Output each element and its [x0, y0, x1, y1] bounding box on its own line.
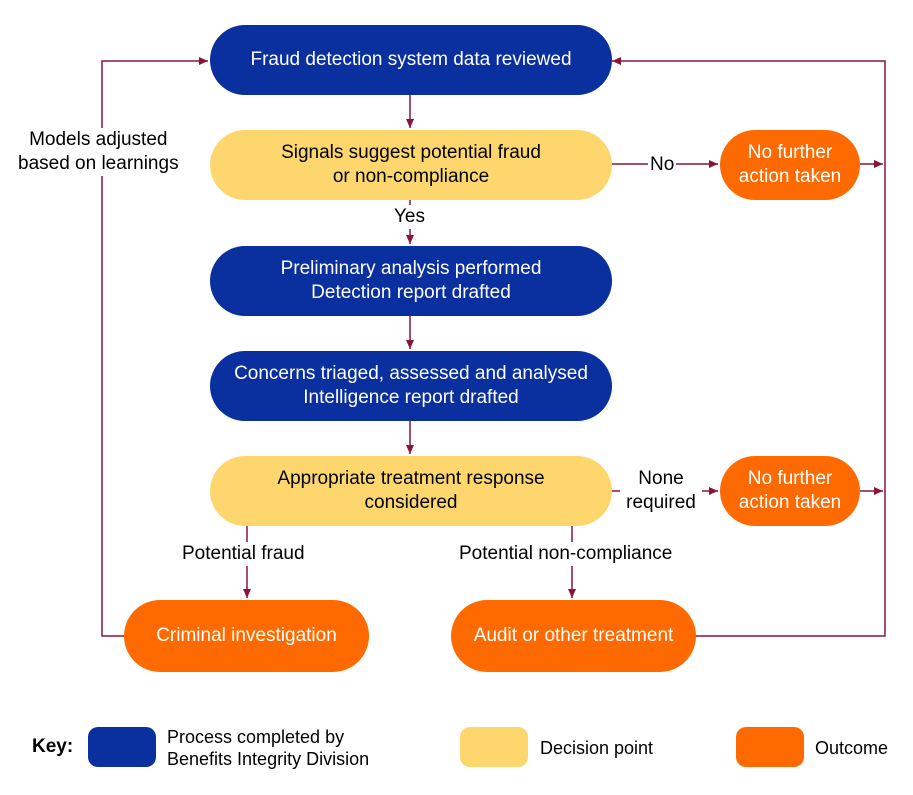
potential-non-compliance-label: Potential non-compliance: [457, 542, 675, 566]
audit-outcome: Audit or other treatment: [451, 600, 696, 672]
no-action-outcome-2: No further action taken: [720, 456, 860, 526]
key-outcome-label: Outcome: [815, 738, 889, 758]
signals-decision: Signals suggest potential fraud or non-c…: [210, 130, 612, 200]
key-decision-swatch: [460, 727, 528, 767]
preliminary-step: Preliminary analysis performed Detection…: [210, 246, 612, 316]
no-label: No: [648, 153, 677, 177]
loop-audit-to-review: [612, 57, 886, 637]
key-outcome-swatch: [736, 727, 804, 767]
key-process-label: Process completed by Benefits Integrity …: [167, 727, 370, 769]
feedback-label: Models adjusted based on learnings: [18, 128, 179, 176]
yes-label: Yes: [392, 205, 427, 229]
criminal-investigation-outcome: Criminal investigation: [124, 600, 369, 672]
none-required-label: None required: [620, 467, 702, 515]
concerns-step: Concerns triaged, assessed and analysed …: [210, 351, 612, 421]
potential-fraud-label: Potential fraud: [180, 542, 307, 566]
loop-criminal-to-review: [101, 57, 208, 637]
review-step: Fraud detection system data reviewed: [210, 25, 612, 95]
key-decision-label: Decision point: [540, 738, 654, 758]
key-title: Key:: [32, 736, 74, 757]
no-action-outcome-1: No further action taken: [720, 130, 860, 200]
key-process-swatch: [88, 727, 156, 767]
treatment-decision: Appropriate treatment response considere…: [210, 456, 612, 526]
